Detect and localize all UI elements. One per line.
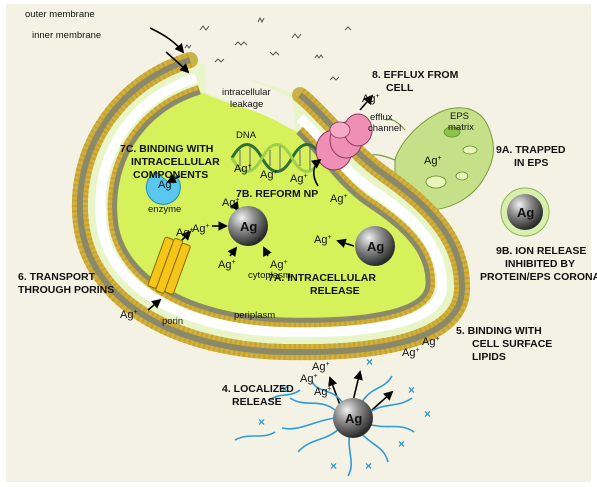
inner-membrane-label: inner membrane bbox=[32, 30, 101, 41]
binding-lipids-label-1: 5. BINDING WITH bbox=[456, 325, 542, 337]
efflux-from-cell-label-2: CELL bbox=[386, 82, 414, 94]
eps-vesicle bbox=[456, 172, 468, 180]
transport-porins-label-1: 6. TRANSPORT bbox=[18, 271, 96, 283]
ion-release-inhibited-label-2: INHIBITED BY bbox=[505, 258, 575, 270]
dna-label: DNA bbox=[236, 130, 257, 141]
localized-release-label-1: 4. LOCALIZED bbox=[222, 383, 294, 395]
svg-text:×: × bbox=[258, 415, 265, 429]
eps-vesicle bbox=[426, 176, 446, 188]
outer-membrane-label: outer membrane bbox=[25, 9, 95, 20]
efflux-channel-label-1: efflux bbox=[370, 112, 393, 123]
intracellular-leakage-label-2: leakage bbox=[230, 99, 263, 110]
np-label-reform: Ag bbox=[240, 219, 257, 234]
binding-lipids-label-3: LIPIDS bbox=[472, 351, 506, 363]
svg-text:×: × bbox=[365, 459, 372, 473]
trapped-in-eps-label-2: IN EPS bbox=[514, 157, 548, 169]
intracellular-release-label-2: RELEASE bbox=[310, 285, 360, 297]
ion-release-inhibited-label-3: PROTEIN/EPS CORONA bbox=[480, 271, 597, 283]
np-label-intracellular: Ag bbox=[367, 239, 384, 254]
svg-text:×: × bbox=[366, 355, 373, 369]
eps-vesicle bbox=[463, 146, 477, 154]
svg-text:×: × bbox=[424, 407, 431, 421]
eps-matrix-label-2: matrix bbox=[448, 122, 474, 133]
svg-text:×: × bbox=[330, 459, 337, 473]
localized-release-label-2: RELEASE bbox=[232, 396, 282, 408]
efflux-from-cell-label-1: 8. EFFLUX FROM bbox=[372, 69, 459, 81]
svg-text:×: × bbox=[408, 383, 415, 397]
periplasm-label: periplasm bbox=[234, 310, 275, 321]
ion-release-inhibited-label-1: 9B. ION RELEASE bbox=[496, 245, 586, 257]
svg-text:×: × bbox=[398, 437, 405, 451]
np-label-eps: Ag bbox=[517, 205, 534, 220]
trapped-in-eps-label-1: 9A. TRAPPED bbox=[496, 144, 566, 156]
intracellular-release-label-1: 7A. INTRACELLULAR bbox=[268, 272, 376, 284]
binding-intracellular-label-2: INTRACELLULAR bbox=[131, 156, 220, 168]
np-label-localized: Ag bbox=[345, 411, 362, 426]
transport-porins-label-2: THROUGH PORINS bbox=[18, 284, 114, 296]
enzyme-label: enzyme bbox=[148, 204, 181, 215]
binding-lipids-label-2: CELL SURFACE bbox=[472, 338, 552, 350]
eps-matrix-label-1: EPS bbox=[450, 111, 469, 122]
efflux-channel-label-2: channel bbox=[368, 123, 401, 134]
intracellular-leakage-label-1: intracellular bbox=[222, 87, 271, 98]
porin-label: porin bbox=[162, 316, 183, 327]
reform-np-label: 7B. REFORM NP bbox=[236, 188, 318, 200]
binding-intracellular-label-1: 7C. BINDING WITH bbox=[120, 143, 213, 155]
